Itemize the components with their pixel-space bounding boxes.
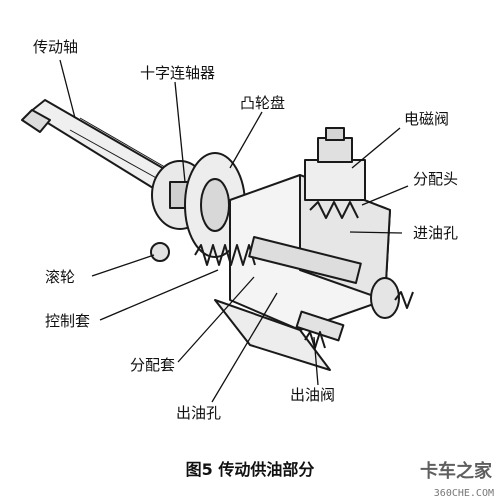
watermark-url: 360CHE.COM — [433, 488, 494, 499]
label-control-sleeve: 控制套 — [45, 312, 91, 330]
solenoid-valve-drawing — [304, 127, 366, 219]
leader-inlet-port — [349, 231, 403, 234]
plunger-drawing — [248, 235, 362, 285]
control-sleeve-spring — [194, 244, 256, 266]
label-roller: 滚轮 — [45, 268, 76, 286]
leader-control-sleeve — [99, 269, 219, 321]
label-cam-plate: 凸轮盘 — [240, 94, 286, 112]
figure-caption: 图5 传动供油部分 — [185, 460, 315, 479]
label-drive-shaft: 传动轴 — [33, 38, 79, 56]
label-cross-coupling: 十字连轴器 — [140, 64, 216, 82]
label-inlet-port: 进油孔 — [413, 224, 459, 242]
outlet-valve-drawing — [295, 310, 345, 349]
label-distributor-sleeve: 分配套 — [130, 356, 176, 374]
leader-drive-shaft — [59, 59, 76, 119]
distributor-head-fitting — [370, 277, 414, 319]
leader-roller — [91, 254, 155, 277]
roller-drawing — [150, 242, 170, 262]
label-solenoid-valve: 电磁阀 — [404, 110, 450, 128]
label-outlet-valve: 出油阀 — [290, 386, 336, 404]
leader-cam-plate — [229, 111, 263, 169]
leader-cross-coupling — [174, 81, 186, 183]
label-outlet-port: 出油孔 — [176, 404, 222, 422]
leader-distributor-sleeve — [177, 276, 255, 363]
drive-shaft-drawing — [21, 99, 181, 197]
leader-outlet-port — [211, 292, 278, 403]
leader-solenoid-valve — [351, 127, 401, 169]
watermark-brand: 卡车之家 — [420, 461, 492, 482]
leader-outlet-valve — [313, 336, 319, 386]
label-distributor-head: 分配头 — [413, 170, 459, 188]
leader-distributor-head — [361, 185, 409, 206]
